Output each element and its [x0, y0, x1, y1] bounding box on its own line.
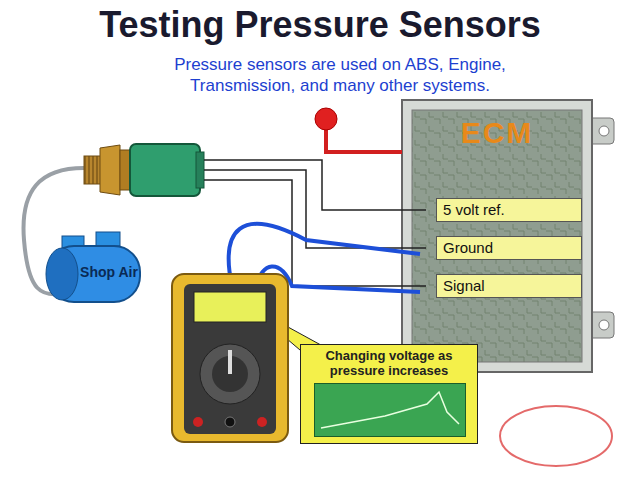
pressure-sensor: [84, 144, 204, 196]
node-text: Signal: [437, 275, 581, 296]
voltage-graph: [314, 383, 466, 437]
title: Testing Pressure Sensors: [0, 4, 640, 46]
callout-box: Changing voltage as pressure increases: [300, 344, 478, 444]
air-tank: [46, 232, 140, 302]
node-text: 5 volt ref.: [437, 199, 581, 220]
node-text: Changing voltage as pressure increases: [301, 345, 477, 381]
logo-mark: [500, 406, 612, 466]
multimeter: [172, 274, 288, 442]
node-text: Shop Air: [78, 264, 140, 280]
subtitle-note: Pressure sensors are used on ABS, Engine…: [120, 54, 560, 96]
pin-band: 5 volt ref.: [436, 198, 582, 222]
pin-band: Signal: [436, 274, 582, 298]
pin-band: Ground: [436, 236, 582, 260]
red-probe: [315, 108, 402, 152]
ecm-housing: [402, 100, 614, 372]
voltage-trace: [321, 392, 459, 428]
node-text: Ground: [437, 237, 581, 258]
node-text: ECM: [412, 110, 582, 150]
tank-label: Shop Air: [78, 264, 140, 286]
ecm-module: ECM 5 volt ref. GroundSignal: [412, 110, 582, 362]
sensor-wires: [204, 160, 426, 286]
